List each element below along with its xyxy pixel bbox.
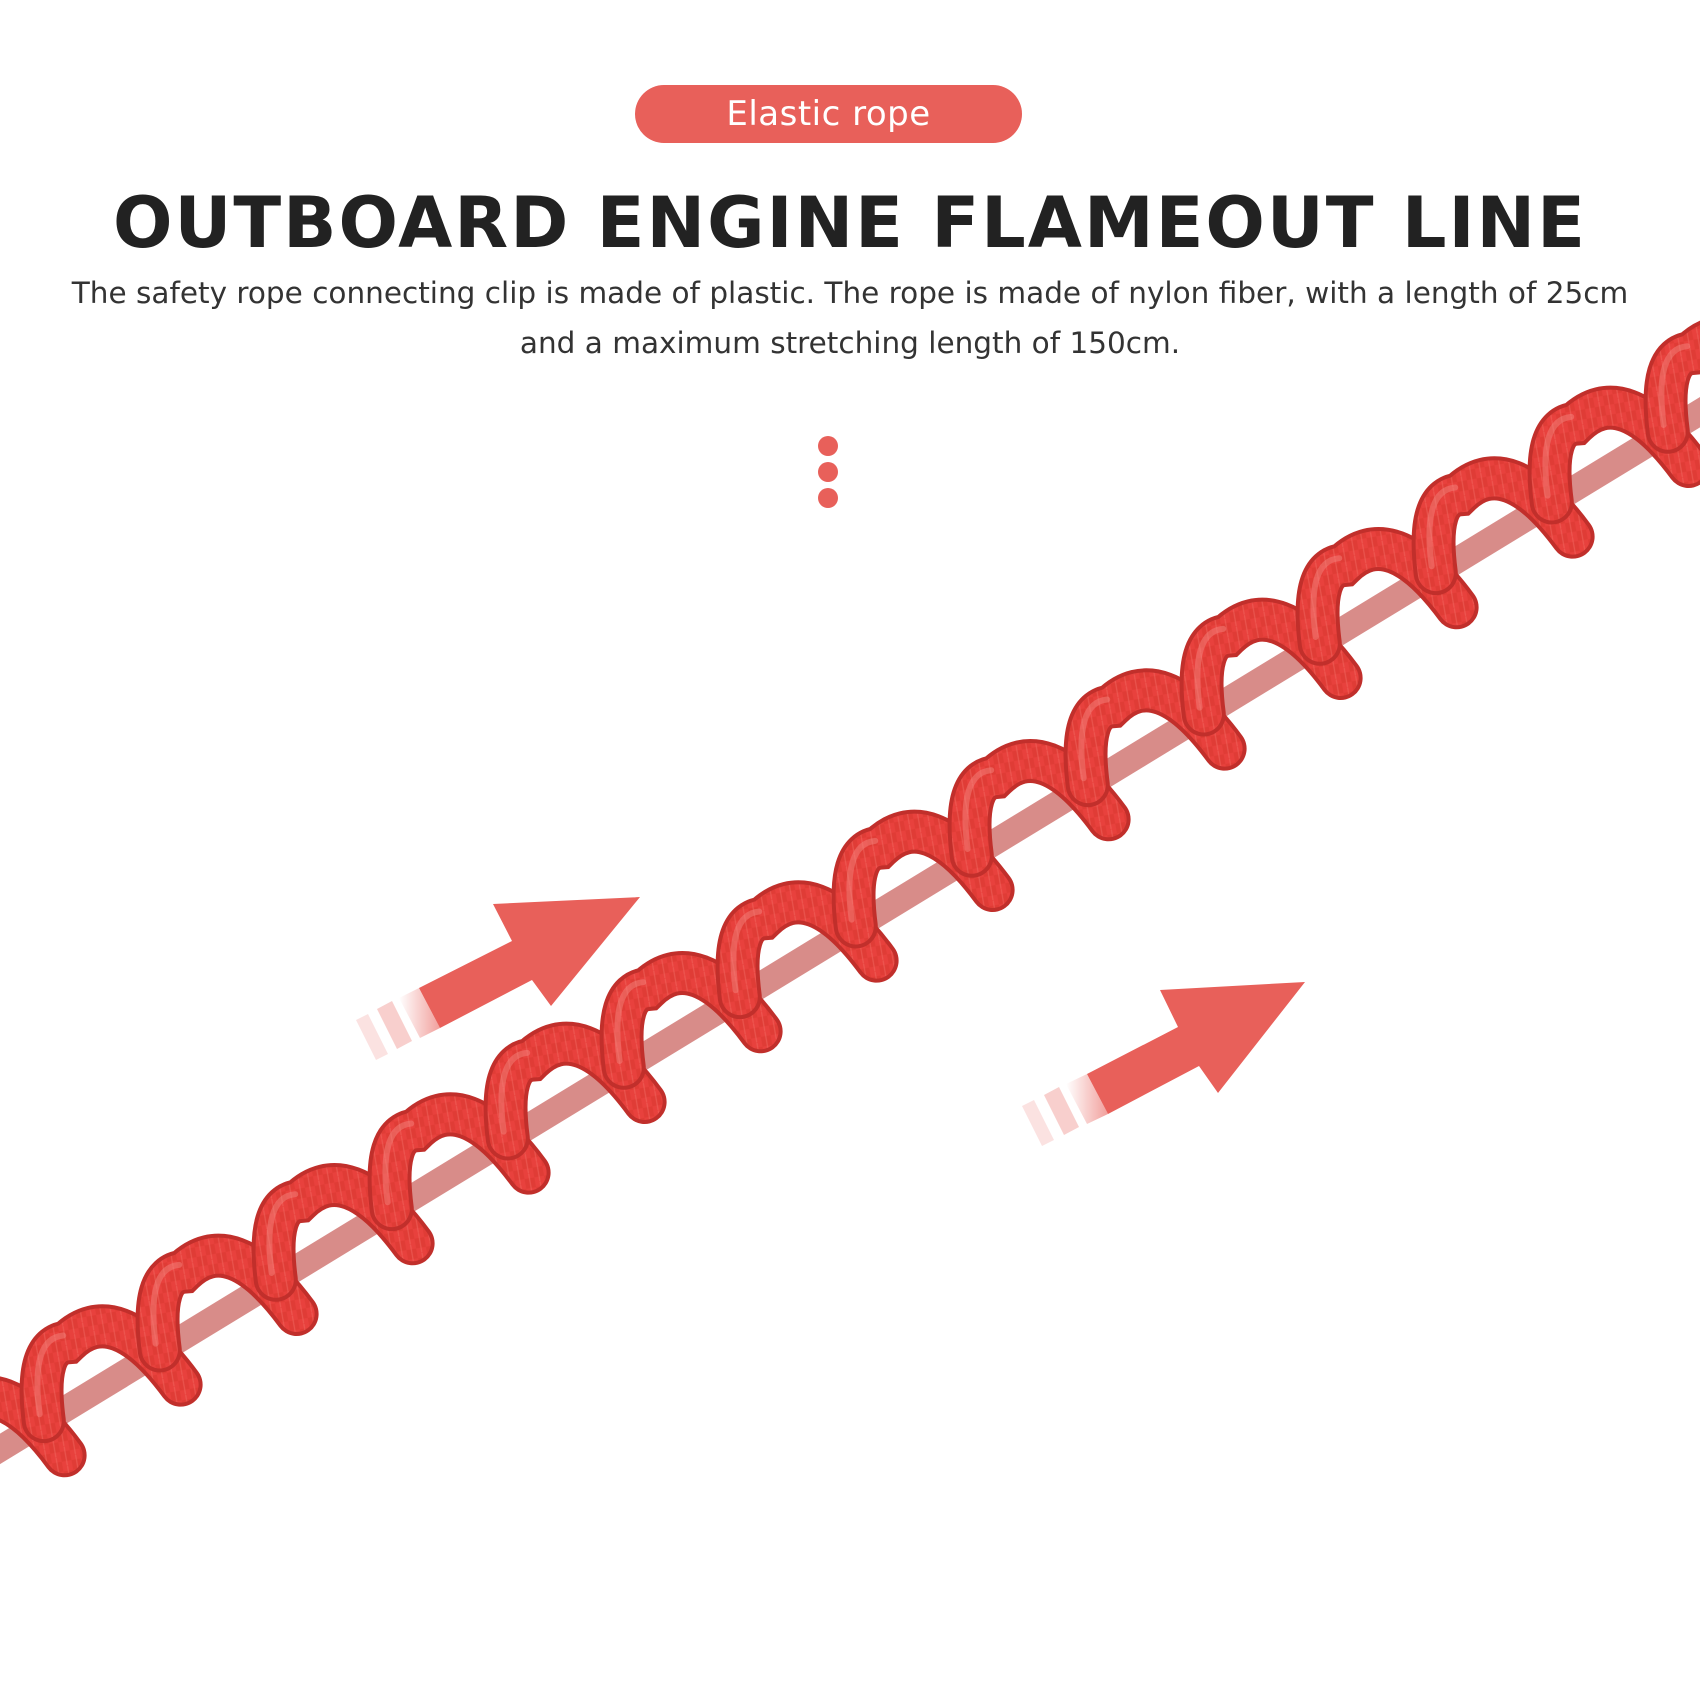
rope-coil-highlight bbox=[382, 1120, 415, 1206]
elastic-rope-badge: Elastic rope bbox=[635, 85, 1022, 143]
rope-coil-highlight bbox=[846, 837, 879, 923]
rope-coil-highlight bbox=[1658, 343, 1691, 428]
three-dots-icon bbox=[818, 436, 840, 510]
rope-coil-highlight bbox=[730, 908, 763, 994]
rope-coil-highlight bbox=[1194, 625, 1227, 711]
rope-coil-highlight bbox=[34, 1332, 67, 1418]
page-title: OUTBOARD ENGINE FLAMEOUT LINE bbox=[113, 182, 1587, 264]
rope-coil-highlight bbox=[1310, 555, 1343, 640]
arrow-icon bbox=[356, 897, 640, 1060]
rope-coil-highlight bbox=[1542, 413, 1575, 499]
rope-coil-highlight bbox=[962, 767, 995, 852]
rope-coil-highlight bbox=[498, 1049, 531, 1135]
arrow-icon bbox=[1022, 982, 1305, 1146]
rope-coil-highlight bbox=[1078, 696, 1111, 782]
rope-coil-highlight bbox=[266, 1191, 299, 1276]
rope-coil-highlight bbox=[614, 979, 647, 1064]
rope-coil-highlight bbox=[1426, 484, 1459, 570]
rope-coil-highlight bbox=[150, 1261, 183, 1347]
rope-coil bbox=[1647, 325, 1700, 450]
product-description: The safety rope connecting clip is made … bbox=[71, 276, 1629, 360]
